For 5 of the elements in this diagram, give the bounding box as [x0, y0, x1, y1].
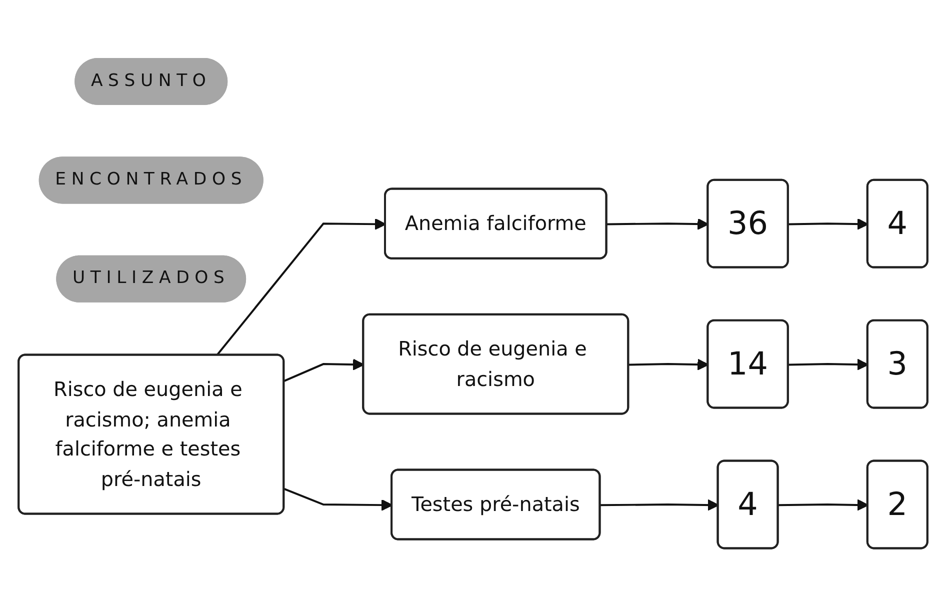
arrow — [628, 358, 709, 370]
arrow — [284, 488, 393, 510]
arrow — [284, 358, 364, 382]
arrow — [606, 218, 709, 230]
arrow — [600, 498, 719, 510]
